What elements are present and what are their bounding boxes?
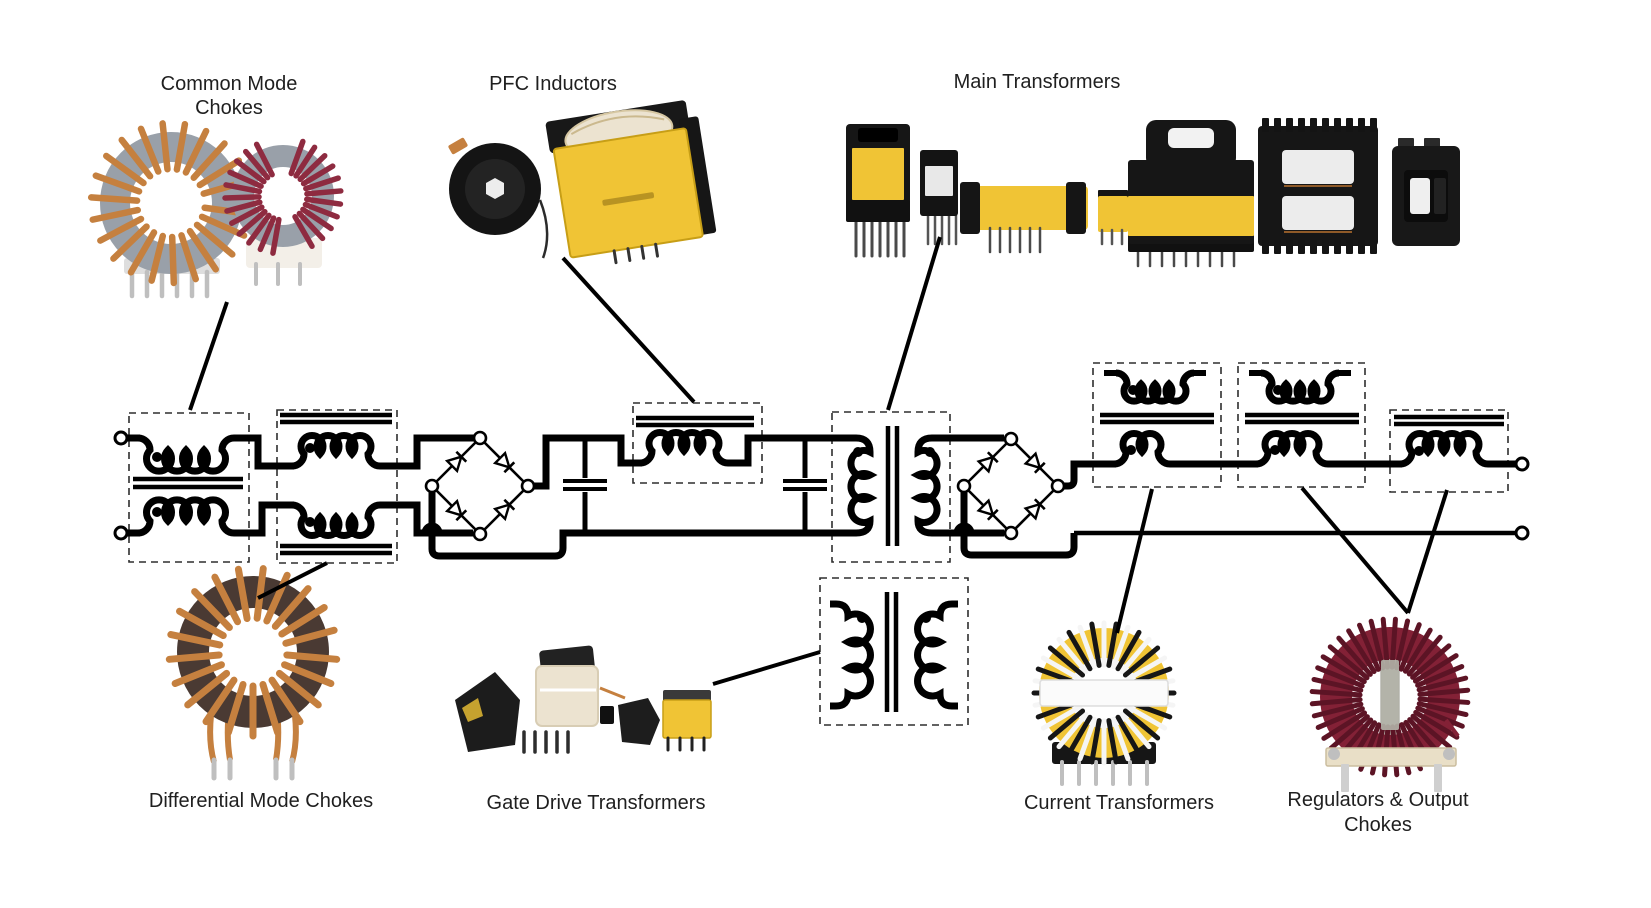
section-labels: Common Mode Chokes PFC Inductors Main Tr… bbox=[149, 71, 1469, 836]
differential-mode-choke-photo bbox=[165, 565, 341, 781]
component-symbols bbox=[113, 369, 1530, 712]
common-mode-chokes-label-line2: Chokes bbox=[195, 97, 263, 119]
component-photos bbox=[87, 100, 1471, 792]
regulator-output-choke-photo bbox=[1309, 616, 1471, 792]
gate-drive-transformers-label: Gate Drive Transformers bbox=[487, 792, 706, 814]
common-mode-chokes-photo bbox=[87, 120, 344, 299]
callout-lines bbox=[188, 236, 1449, 686]
regulators-output-chokes-label-line2: Chokes bbox=[1344, 814, 1412, 836]
main-transformers-label: Main Transformers bbox=[954, 71, 1121, 93]
pfc-inductors-photo bbox=[448, 100, 717, 265]
regulators-output-chokes-label-line1: Regulators & Output bbox=[1287, 789, 1469, 811]
component-outline-boxes bbox=[128, 362, 1509, 726]
main-transformers-photo bbox=[846, 118, 1460, 268]
current-transformers-label: Current Transformers bbox=[1024, 792, 1214, 814]
circuit-wires bbox=[127, 370, 1516, 560]
common-mode-chokes-label-line1: Common Mode bbox=[161, 73, 298, 95]
differential-mode-chokes-label: Differential Mode Chokes bbox=[149, 790, 373, 812]
current-transformer-photo bbox=[1031, 620, 1177, 786]
bridge-rectifier bbox=[956, 431, 1066, 541]
gate-drive-transformers-photo bbox=[455, 645, 712, 754]
pfc-inductors-label: PFC Inductors bbox=[489, 73, 617, 95]
circuit-schematic bbox=[113, 236, 1530, 726]
bridge-rectifier bbox=[424, 430, 536, 542]
